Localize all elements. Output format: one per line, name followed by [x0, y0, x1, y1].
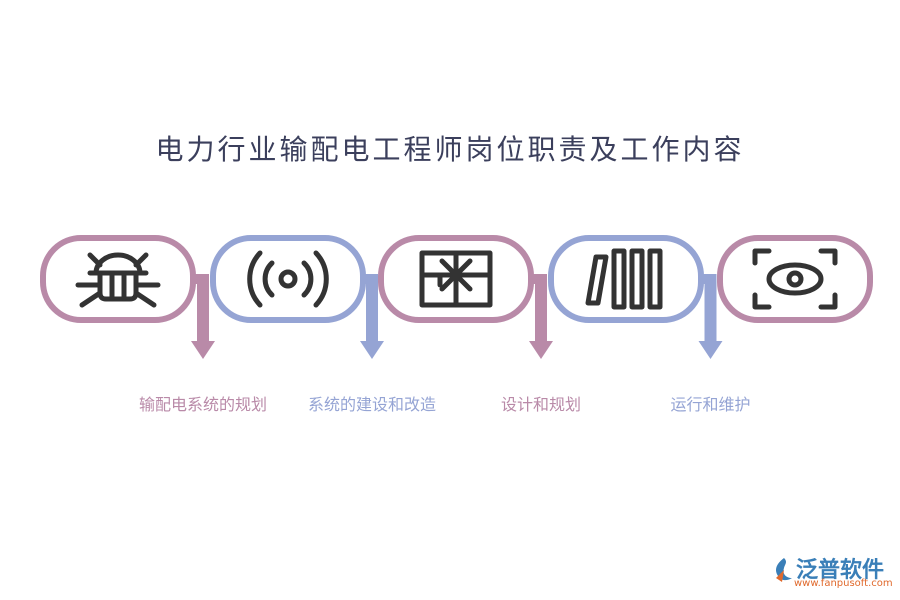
brand-logo-icon	[776, 558, 792, 582]
step-capsule-2	[210, 235, 366, 323]
gift-box-icon	[419, 250, 493, 308]
step-label-3: 设计和规划	[500, 395, 582, 414]
wireless-signal-icon	[247, 250, 329, 308]
page-title: 电力行业输配电工程师岗位职责及工作内容	[155, 133, 745, 166]
connector-stem-2	[366, 274, 378, 342]
step-capsule-1	[40, 235, 196, 323]
brand-url: www.fanpusoft.com	[794, 578, 893, 589]
step-capsule-5	[717, 235, 873, 323]
brand-watermark: 泛普软件 www.fanpusoft.com	[772, 552, 893, 592]
connector-arrow-3	[529, 341, 553, 359]
bug-icon	[75, 252, 161, 308]
brand-name: 泛普软件	[796, 558, 885, 583]
step-label-1: 输配电系统的规划	[138, 395, 268, 414]
bar-columns-icon	[585, 248, 663, 310]
camera-scan-icon	[752, 248, 838, 310]
connector-arrow-1	[191, 341, 215, 359]
connector-stem-4	[704, 274, 717, 342]
connector-stem-3	[535, 274, 547, 342]
step-label-2: 系统的建设和改造	[307, 395, 437, 414]
step-label-4: 运行和维护	[670, 395, 751, 414]
connector-stem-1	[197, 274, 209, 342]
connector-arrow-4	[698, 341, 723, 359]
connector-arrow-2	[360, 341, 384, 359]
